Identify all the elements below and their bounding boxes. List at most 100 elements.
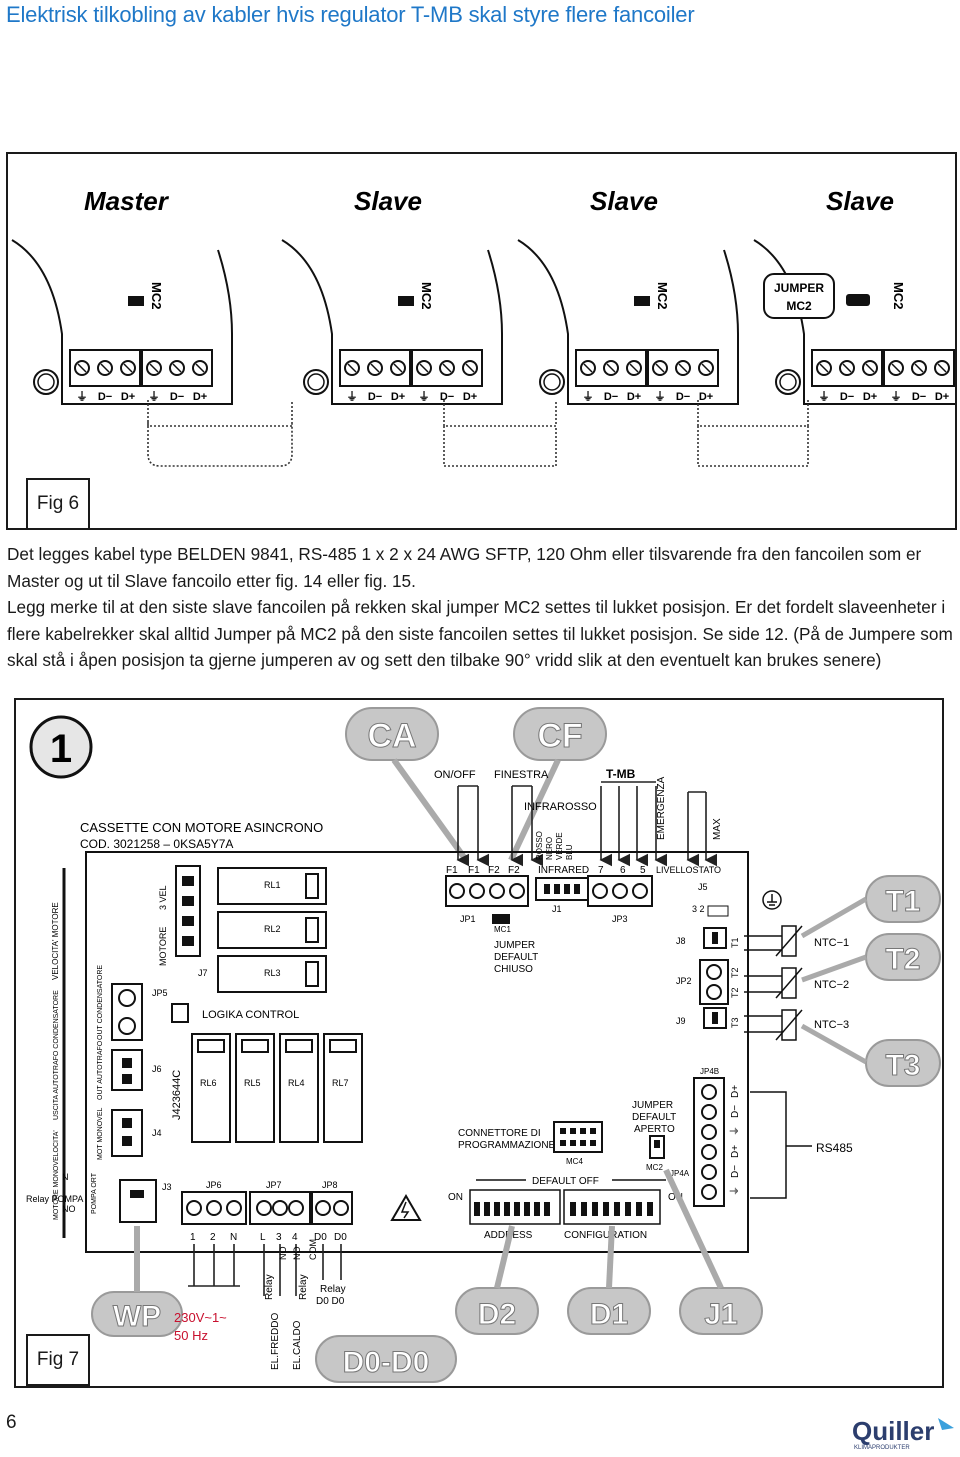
fig6-jumper-label: MC2 — [655, 282, 670, 309]
label-relay-2: Relay — [298, 1274, 309, 1300]
ground-icon — [762, 890, 782, 910]
logo-tagline: KLIMAPRODUKTER — [854, 1445, 910, 1451]
control-wires — [456, 781, 718, 867]
label-jp3: JP3 — [612, 914, 628, 924]
label-rl5: RL5 — [244, 1078, 261, 1088]
dip-switch-config — [592, 1202, 598, 1216]
term-7: 7 — [598, 865, 604, 876]
svg-text:L: L — [260, 1232, 266, 1243]
fig6-terminal-label: D− — [604, 391, 618, 403]
svg-text:D0: D0 — [334, 1232, 347, 1243]
label-j5: J5 — [698, 882, 708, 892]
fig6-terminal-label: D+ — [391, 391, 405, 403]
label-out-autotrafo: OUT AUTOTRAFO — [97, 1040, 104, 1100]
label-rl7: RL7 — [332, 1078, 349, 1088]
label-no-b1: NO — [278, 1247, 288, 1261]
label-j1: J1 — [552, 904, 562, 914]
fig7-diagram: 1 CA CF ON/OFF FINESTRA T-MB INFRAROSSO … — [14, 698, 944, 1388]
body-text: Det legges kabel type BELDEN 9841, RS-48… — [7, 541, 957, 674]
label-onoff: ON/OFF — [434, 769, 476, 781]
callout-t2: T2 — [865, 933, 941, 981]
callout-d2-text: D2 — [478, 1298, 516, 1331]
callout-ca: CA — [345, 707, 439, 761]
label-jp4a: JP4A — [670, 1169, 690, 1178]
label-el-freddo: EL.FREDDO — [270, 1313, 281, 1370]
label-on: ON — [448, 1192, 463, 1203]
label-3vel: 3 VEL — [158, 885, 168, 910]
label-el-caldo: EL.CALDO — [292, 1320, 303, 1370]
callout-d0: D0-D0 — [315, 1335, 457, 1383]
fig7-svg: 1 CA CF ON/OFF FINESTRA T-MB INFRAROSSO … — [26, 707, 941, 1383]
page-title: Elektrisk tilkobling av kabler hvis regu… — [6, 2, 695, 27]
label-mc2-b: MC2 — [646, 1163, 663, 1172]
fig6-jumper-pins — [398, 296, 414, 306]
jumper-chiuso-3: CHIUSO — [494, 964, 533, 975]
svg-text:1: 1 — [190, 1232, 196, 1243]
label-out-cond: OUT CONDENSATORE — [97, 965, 104, 1040]
label-rl3: RL3 — [264, 968, 281, 978]
label-jp2: JP2 — [676, 976, 692, 986]
logic-chip-icon — [171, 1003, 189, 1023]
fig6-terminal-label: ⏚ — [891, 390, 902, 403]
dip-switch-config — [614, 1202, 620, 1216]
svg-text:VERDE: VERDE — [555, 832, 564, 860]
callout-cf-text: CF — [537, 717, 582, 755]
fig6-unit-name: Slave — [590, 186, 658, 216]
fig6-jumper-label: MC2 — [891, 282, 906, 309]
svg-text:D+: D+ — [730, 1085, 741, 1098]
label-chip: J423644C — [171, 1070, 183, 1120]
dip-switch-address — [494, 1202, 500, 1216]
ntc-section: J8 JP2 J9 T1 T2 T2 T3 NTC−1 NTC−2 — [676, 925, 849, 1041]
label-relay-d0-1: Relay — [320, 1284, 346, 1295]
dip-switch-address — [534, 1202, 540, 1216]
dip-switch-address — [504, 1202, 510, 1216]
label-mot-monovel: MOT MONOVEL — [97, 1108, 104, 1160]
label-j8: J8 — [676, 936, 686, 946]
label-com: COM — [308, 1239, 318, 1260]
label-rl2: RL2 — [264, 924, 281, 934]
label-n-left: N — [62, 1172, 69, 1182]
label-connettore-2: PROGRAMMAZIONE — [458, 1140, 556, 1151]
fig6-terminal-label: D+ — [463, 391, 477, 403]
j5-jumper — [707, 905, 729, 917]
jp6-connector — [181, 1191, 247, 1225]
label-max: MAX — [712, 818, 723, 840]
label-motore: MOTORE — [158, 927, 168, 966]
label-no-left: NO — [62, 1204, 76, 1214]
fig6-terminal-label: ⏚ — [583, 390, 594, 403]
fig6-terminal-label: ⏚ — [77, 390, 88, 403]
svg-text:ROSSO: ROSSO — [535, 831, 544, 860]
board-outline — [85, 851, 749, 1253]
label-jp4b: JP4B — [700, 1067, 719, 1076]
label-ntc1: NTC−1 — [814, 937, 849, 949]
label-t2: T2 — [730, 967, 740, 978]
label-relay-pompa: Relay POMPA — [26, 1194, 83, 1204]
jp8-connector — [311, 1191, 353, 1225]
j4-connector — [111, 1109, 143, 1157]
term-6: 6 — [620, 865, 626, 876]
dip-switch-config — [647, 1202, 653, 1216]
label-finestra: FINESTRA — [494, 769, 549, 781]
fig6-terminal-label: D− — [840, 391, 854, 403]
logo-mark-icon — [938, 1418, 954, 1442]
svg-text:2: 2 — [210, 1232, 216, 1243]
fig6-terminal-label: ⏚ — [347, 390, 358, 403]
label-rl1: RL1 — [264, 880, 281, 890]
callout-wp: WP — [91, 1291, 183, 1337]
callout-ca-pointer — [391, 758, 469, 862]
voltage-line-2: 50 Hz — [174, 1328, 208, 1343]
label-relay-d0-2: D0 D0 — [316, 1296, 345, 1307]
label-j6: J6 — [152, 1064, 162, 1074]
jp5-connector — [111, 983, 143, 1041]
dip-switch-address — [484, 1202, 490, 1216]
svg-text:⏚: ⏚ — [729, 1126, 741, 1136]
label-j3: J3 — [162, 1182, 172, 1192]
fig6-terminal-label: D− — [676, 391, 690, 403]
jp1-connector — [445, 875, 529, 907]
dip-switch-config — [625, 1202, 631, 1216]
fig6-terminal-label: D− — [368, 391, 382, 403]
label-mc1: MC1 — [494, 925, 511, 934]
fig6-jumper-label: MC2 — [149, 282, 164, 309]
